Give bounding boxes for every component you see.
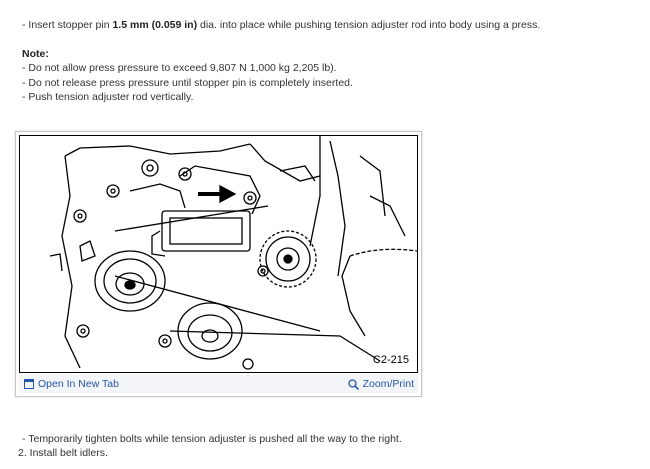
open-in-new-tab-label: Open In New Tab <box>38 378 119 390</box>
after-step-text: - Temporarily tighten bolts while tensio… <box>22 433 402 445</box>
figure-caption: C2-215 <box>372 354 409 366</box>
zoom-print-label: Zoom/Print <box>362 378 414 390</box>
note-heading: Note: <box>22 48 49 60</box>
tensioner-illustration <box>49 136 417 370</box>
zoom-print-link[interactable]: Zoom/Print <box>347 378 414 390</box>
open-in-new-tab-link[interactable]: Open In New Tab <box>24 378 119 390</box>
figure-toolbar: Open In New Tab Zoom/Print <box>19 375 418 393</box>
install-step-text: 2. Install belt idlers. <box>18 447 108 459</box>
note-item: - Do not allow press pressure to exceed … <box>22 62 337 74</box>
note-item: - Do not release press pressure until st… <box>22 77 353 89</box>
new-window-icon <box>24 379 34 389</box>
step-text-end: dia. into place while pushing tension ad… <box>197 19 541 31</box>
magnifier-icon <box>347 378 359 390</box>
engine-diagram: C2-215 <box>19 135 418 373</box>
note-item: - Push tension adjuster rod vertically. <box>22 91 194 103</box>
figure-container: C2-215 Open In New Tab Zoom/Print <box>15 131 422 397</box>
step-dimension: 1.5 mm (0.059 in) <box>112 19 198 31</box>
step-text-start: - Insert stopper pin <box>22 19 113 31</box>
instruction-step: - Insert stopper pin 1.5 mm (0.059 in) d… <box>22 19 540 32</box>
